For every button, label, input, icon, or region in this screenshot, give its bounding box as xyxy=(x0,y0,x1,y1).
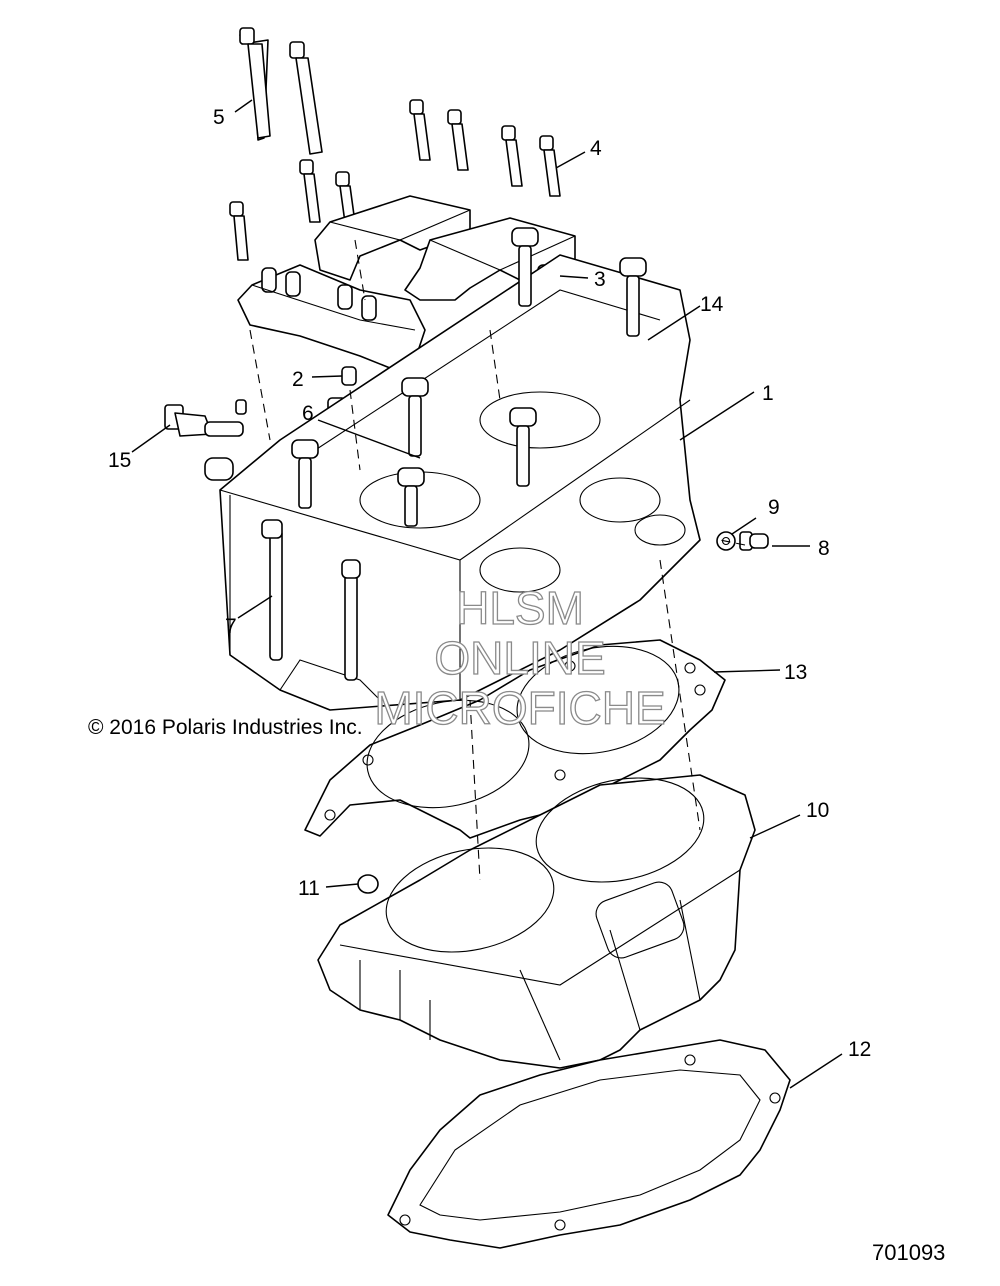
callout-2: 2 xyxy=(292,368,304,391)
callout-1: 1 xyxy=(762,382,774,405)
watermark: HLSM ONLINE MICROFICHE xyxy=(374,581,667,734)
camshaft-caps-item-3 xyxy=(237,195,576,369)
cylinder-block-item-10 xyxy=(317,774,756,1069)
callout-labels: 1 2 3 4 5 6 7 8 9 10 11 12 13 14 15 xyxy=(108,106,871,1061)
cylinder-head-item-1 xyxy=(219,254,701,711)
dowel-item-11 xyxy=(357,874,379,894)
callout-14: 14 xyxy=(700,293,724,316)
long-head-bolts-item-5 xyxy=(239,27,323,155)
bolt-item-8 xyxy=(739,531,769,551)
watermark-line-2: ONLINE xyxy=(434,632,605,684)
leader-lines xyxy=(131,99,843,1089)
callout-9: 9 xyxy=(768,496,780,519)
watermark-line-3: MICROFICHE xyxy=(374,682,665,734)
temperature-sensor-item-15 xyxy=(164,404,244,437)
callout-8: 8 xyxy=(818,537,830,560)
figure-number: 701093 xyxy=(872,1240,946,1265)
callout-11: 11 xyxy=(298,877,320,900)
callout-12: 12 xyxy=(848,1038,871,1061)
copyright-notice: © 2016 Polaris Industries Inc. xyxy=(88,716,363,739)
head-bolts-item-14 xyxy=(291,227,647,527)
callout-7: 7 xyxy=(225,615,237,638)
callout-6: 6 xyxy=(302,402,314,425)
callout-3: 3 xyxy=(594,268,606,291)
head-gasket-item-13 xyxy=(304,639,726,839)
watermark-line-1: HLSM xyxy=(456,582,584,634)
base-gasket-item-12 xyxy=(387,1039,791,1249)
callout-15: 15 xyxy=(108,449,131,472)
callout-10: 10 xyxy=(806,799,829,822)
alignment-lines xyxy=(249,239,746,881)
callout-4: 4 xyxy=(590,137,602,160)
callout-13: 13 xyxy=(784,661,807,684)
callout-5: 5 xyxy=(213,106,225,129)
